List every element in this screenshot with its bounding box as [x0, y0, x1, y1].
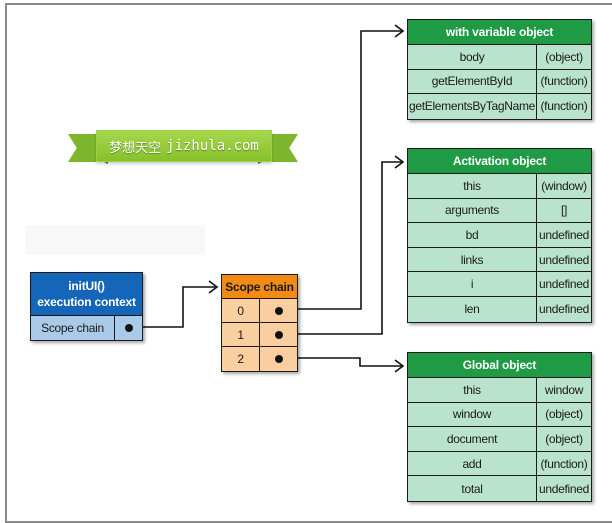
scope-chain-pointer [260, 347, 297, 371]
property-name: window [408, 402, 537, 427]
scope-chain-pointer [260, 299, 297, 322]
scope-chain-header: Scope chain [222, 275, 297, 299]
execution-context-header: initUI() execution context [31, 273, 142, 316]
property-name: this [408, 174, 537, 198]
scope-chain-pointer [260, 323, 297, 346]
arrowhead-activation [394, 155, 405, 169]
pointer-dot-icon [274, 355, 283, 363]
table-row: i undefined [408, 272, 591, 297]
execution-context-box: initUI() execution context Scope chain [30, 272, 143, 341]
pointer-dot-icon [274, 306, 283, 315]
property-name: links [408, 247, 537, 272]
scope-chain-index: 2 [222, 347, 260, 371]
property-name: add [408, 451, 537, 476]
table-row: this (window) [408, 174, 591, 199]
execution-context-title-line1: initUI() [68, 279, 105, 293]
table-row: bd undefined [408, 223, 591, 248]
property-name: arguments [408, 198, 537, 223]
table-row: arguments [] [408, 198, 591, 224]
property-value: (function) [540, 74, 588, 89]
property-name: len [408, 296, 537, 322]
activation-object-table: Activation object this (window) argument… [407, 148, 592, 323]
property-name: document [408, 427, 537, 451]
table-row: len undefined [408, 296, 591, 322]
table-row: getElementById (function) [408, 69, 591, 95]
arrowhead-global [394, 359, 405, 373]
property-name: total [408, 476, 537, 501]
property-name: getElementsByTagName [408, 94, 537, 119]
property-value: (function) [540, 456, 588, 471]
scope-chain-row: 2 [222, 347, 297, 371]
table-row: links undefined [408, 247, 591, 273]
property-value: undefined [538, 227, 590, 242]
connector-scope2-to-global [278, 357, 402, 367]
table-row: this window [408, 378, 591, 403]
global-object-header: Global object [408, 353, 591, 378]
property-value: (function) [540, 99, 588, 114]
watermark-banner: 梦想天空 jizhula.com [68, 128, 298, 170]
pointer-dot-icon [274, 330, 283, 339]
scope-chain-box: Scope chain 0 1 2 [221, 274, 298, 372]
property-name: this [408, 378, 537, 402]
table-row: document (object) [408, 427, 591, 452]
arrowhead-scope [208, 280, 219, 294]
connector-exec-to-scope [128, 286, 216, 328]
property-name: getElementById [408, 69, 537, 94]
property-value: (object) [545, 407, 583, 422]
activation-object-header: Activation object [408, 149, 591, 174]
property-value: [] [560, 203, 568, 218]
table-row: getElementsByTagName (function) [408, 94, 591, 119]
property-value: undefined [538, 252, 590, 267]
connector-scope0-to-with [278, 30, 402, 310]
property-name: bd [408, 223, 537, 247]
banner-chinese-text: 梦想天空 [109, 140, 162, 156]
execution-context-row: Scope chain [31, 316, 142, 340]
property-value: undefined [538, 277, 590, 292]
scope-chain-index: 1 [222, 323, 260, 346]
execution-context-title-line2: execution context [37, 295, 136, 309]
table-row: total undefined [408, 476, 591, 501]
pointer-dot-icon [124, 324, 133, 332]
execution-context-row-label: Scope chain [31, 316, 115, 340]
global-object-table: Global object this window window (object… [407, 352, 592, 502]
execution-context-row-pointer [115, 316, 142, 340]
table-row: add (function) [408, 451, 591, 477]
with-variable-object-header: with variable object [408, 20, 591, 45]
property-name: i [408, 272, 537, 296]
table-row: window (object) [408, 402, 591, 428]
scope-chain-row: 0 [222, 299, 297, 323]
property-value: (object) [545, 49, 583, 64]
property-value: undefined [538, 302, 590, 317]
banner-face: 梦想天空 jizhula.com [96, 130, 272, 162]
with-variable-object-table: with variable object body (object) getEl… [407, 19, 592, 120]
property-value: (object) [545, 431, 583, 446]
property-name: body [408, 45, 537, 69]
connector-scope1-to-activation [278, 161, 402, 335]
table-row: body (object) [408, 45, 591, 70]
banner-site-text: jizhula.com [166, 138, 259, 154]
arrowhead-with [394, 24, 405, 38]
property-value: window [544, 382, 584, 397]
property-value: undefined [538, 481, 590, 496]
scope-chain-index: 0 [222, 299, 260, 322]
background-ghost [25, 225, 205, 255]
scope-chain-row: 1 [222, 323, 297, 347]
property-value: (window) [541, 178, 587, 193]
connector-lines [128, 24, 405, 373]
